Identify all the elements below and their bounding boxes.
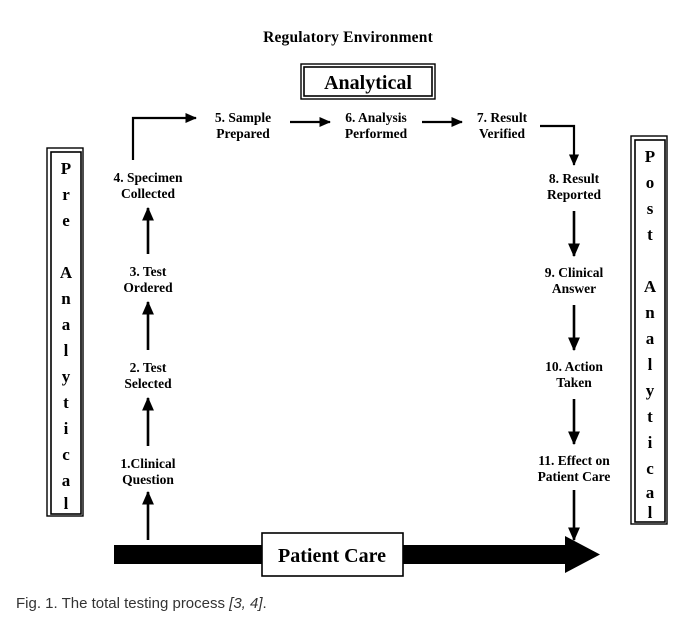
vert-letter: s xyxy=(647,199,654,218)
step-7-result-verified: 7. Result Verified xyxy=(477,110,528,141)
step-2-line2: Selected xyxy=(124,376,172,391)
vert-letter: c xyxy=(646,459,654,478)
step-5-line2: Prepared xyxy=(216,126,270,141)
vert-letter: P xyxy=(645,147,655,166)
phase-box-analytical-label: Analytical xyxy=(324,72,412,94)
vert-letter: e xyxy=(62,211,70,230)
step-9-clinical-answer: 9. Clinical Answer xyxy=(545,265,604,296)
vert-letter: a xyxy=(62,315,71,334)
step-7-line2: Verified xyxy=(479,126,525,141)
step-3-line1: 3. Test xyxy=(130,264,167,279)
step-3-test-ordered: 3. Test Ordered xyxy=(123,264,173,295)
step-4-line1: 4. Specimen xyxy=(114,170,183,185)
page-title: Regulatory Environment xyxy=(263,29,434,46)
patient-care-bar: Patient Care xyxy=(114,532,600,577)
caption-prefix: Fig. 1. The total testing process xyxy=(16,595,230,612)
vert-letter: y xyxy=(646,381,655,400)
step-6-line2: Performed xyxy=(345,126,408,141)
phase-box-pre-analytical: P r e A n a l y t i c a l xyxy=(46,147,84,517)
vert-letter: y xyxy=(62,367,71,386)
caption-suffix: . xyxy=(262,595,267,612)
vert-letter: r xyxy=(62,185,70,204)
phase-box-post-analytical: P o s t A n a l y t i c a l xyxy=(630,135,668,525)
vert-letter: l xyxy=(648,503,653,522)
vert-letter: a xyxy=(62,471,71,490)
vert-letter: i xyxy=(648,433,653,452)
step-1-line2: Question xyxy=(122,472,174,487)
vert-letter: l xyxy=(64,494,69,513)
step-5-sample-prepared: 5. Sample Prepared xyxy=(215,110,271,141)
phase-box-pre-analytical-letters: P r e A n a l y t i c a l xyxy=(60,159,73,513)
vert-letter: l xyxy=(648,355,653,374)
step-6-analysis-performed: 6. Analysis Performed xyxy=(345,110,408,141)
vert-letter: A xyxy=(60,263,73,282)
phase-box-post-analytical-letters: P o s t A n a l y t i c a l xyxy=(644,147,657,522)
step-11-line2: Patient Care xyxy=(538,469,611,484)
vert-letter: t xyxy=(647,407,653,426)
phase-box-analytical: Analytical xyxy=(300,63,436,100)
step-8-result-reported: 8. Result Reported xyxy=(547,171,601,202)
step-10-line2: Taken xyxy=(556,375,592,390)
step-11-line1: 11. Effect on xyxy=(538,453,610,468)
step-1-line1: 1.Clinical xyxy=(120,456,175,471)
step-8-line2: Reported xyxy=(547,187,601,202)
step-8-line1: 8. Result xyxy=(549,171,600,186)
vert-letter: A xyxy=(644,277,657,296)
step-3-line2: Ordered xyxy=(123,280,173,295)
vert-letter: P xyxy=(61,159,71,178)
figure-caption: Fig. 1. The total testing process [3, 4]… xyxy=(16,595,676,612)
vert-letter: n xyxy=(61,289,71,308)
vert-letter: n xyxy=(645,303,655,322)
step-10-action-taken: 10. Action Taken xyxy=(545,359,603,390)
step-5-line1: 5. Sample xyxy=(215,110,271,125)
step-9-line2: Answer xyxy=(552,281,596,296)
step-10-line1: 10. Action xyxy=(545,359,603,374)
vert-letter: c xyxy=(62,445,70,464)
patient-care-box xyxy=(261,532,404,577)
arrow-step7-to-step8-elbow xyxy=(540,124,580,166)
step-4-specimen-collected: 4. Specimen Collected xyxy=(114,170,183,201)
step-11-effect-on-patient-care: 11. Effect on Patient Care xyxy=(538,453,611,484)
step-7-line1: 7. Result xyxy=(477,110,528,125)
caption-reference: [3, 4] xyxy=(229,595,263,612)
vert-letter: o xyxy=(646,173,655,192)
step-9-line1: 9. Clinical xyxy=(545,265,604,280)
vert-letter: t xyxy=(63,393,69,412)
step-1-clinical-question: 1.Clinical Question xyxy=(120,456,175,487)
vert-letter: a xyxy=(646,329,655,348)
total-testing-process-diagram: Regulatory Environment Analytical P r e … xyxy=(46,29,668,577)
vert-letter: t xyxy=(647,225,653,244)
arrow-step4-to-step5-elbow xyxy=(131,112,197,160)
step-4-line2: Collected xyxy=(121,186,175,201)
step-2-line1: 2. Test xyxy=(130,360,167,375)
step-6-line1: 6. Analysis xyxy=(345,110,407,125)
vert-letter: l xyxy=(64,341,69,360)
vert-letter: a xyxy=(646,483,655,502)
patient-care-label: Patient Care xyxy=(278,545,386,567)
vert-letter: i xyxy=(64,419,69,438)
step-2-test-selected: 2. Test Selected xyxy=(124,360,172,391)
